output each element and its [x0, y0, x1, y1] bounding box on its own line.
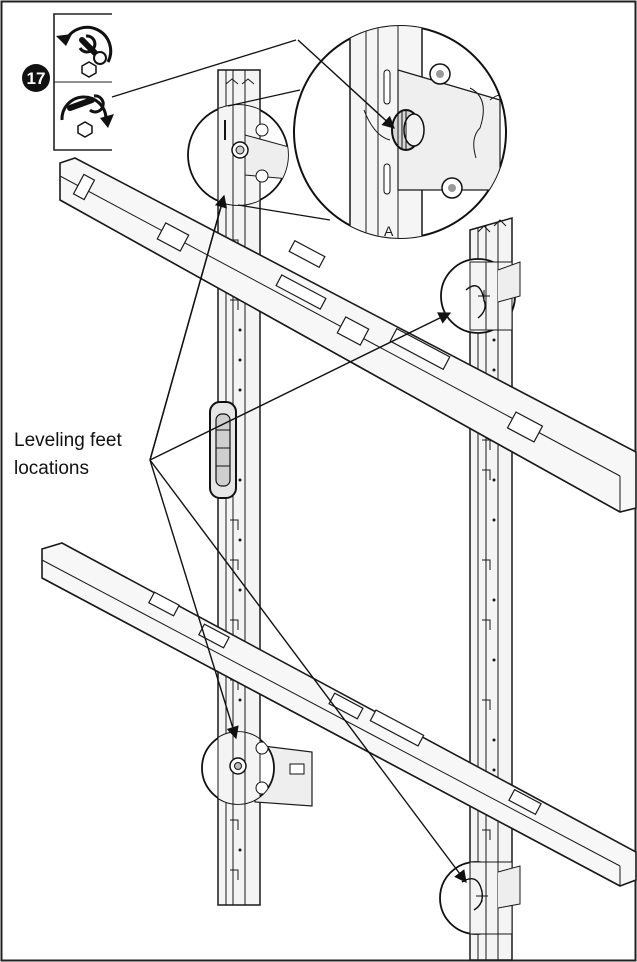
leveling-foot-knob — [391, 109, 425, 151]
wrench-tighten-clockwise-icon — [60, 94, 114, 138]
leveling-foot-top-right — [440, 258, 521, 334]
leveling-foot-top-left — [187, 104, 289, 206]
wrench-loosen-counterclockwise-icon — [56, 25, 113, 78]
step-number-badge: 17 — [22, 64, 50, 92]
leveling-foot-bottom-right — [439, 861, 521, 935]
leveling-foot-bottom-left — [201, 731, 313, 807]
horizontal-bar-upper — [59, 157, 637, 513]
svg-text:A: A — [384, 223, 394, 239]
step-box: 17 — [22, 13, 114, 151]
leveling-feet-label: Leveling feet locations — [14, 430, 122, 479]
leveling-feet-label-line1: Leveling feet — [14, 430, 122, 451]
callout-pointer-lines — [149, 39, 467, 884]
leveling-feet-label-line2: locations — [14, 458, 89, 479]
magnified-leveling-foot-detail: A — [111, 25, 507, 239]
step-number: 17 — [27, 69, 46, 88]
horizontal-bar-lower — [41, 542, 637, 887]
